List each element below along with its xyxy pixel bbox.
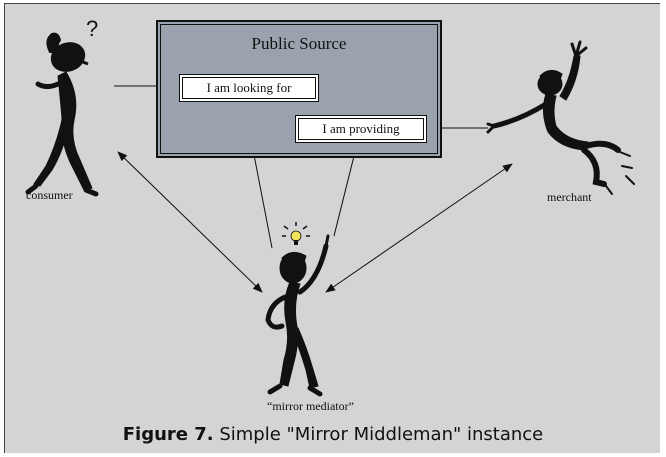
public-source-box: Public Source I am looking for I am prov… — [156, 20, 442, 158]
arrow-merchant-mediator — [325, 163, 513, 293]
figure-caption: Figure 7. Simple "Mirror Middleman" inst… — [0, 424, 666, 445]
question-mark-icon: ? — [86, 16, 98, 41]
consumer-label: consumer — [26, 188, 73, 202]
caption-text: Simple "Mirror Middleman" instance — [213, 424, 544, 445]
looking-for-slot: I am looking for — [182, 77, 316, 99]
providing-slot: I am providing — [298, 118, 424, 140]
arrow-consumer-mediator — [117, 151, 263, 293]
figure-number: Figure 7. — [122, 424, 214, 445]
merchant-label: merchant — [547, 190, 592, 204]
merchant-figure-icon — [486, 40, 635, 195]
lightbulb-icon — [282, 222, 310, 245]
mediator-figure-icon — [265, 234, 330, 397]
public-source-title: Public Source — [251, 34, 347, 53]
consumer-figure-icon — [25, 32, 99, 197]
mediator-label: “mirror mediator” — [267, 399, 354, 413]
